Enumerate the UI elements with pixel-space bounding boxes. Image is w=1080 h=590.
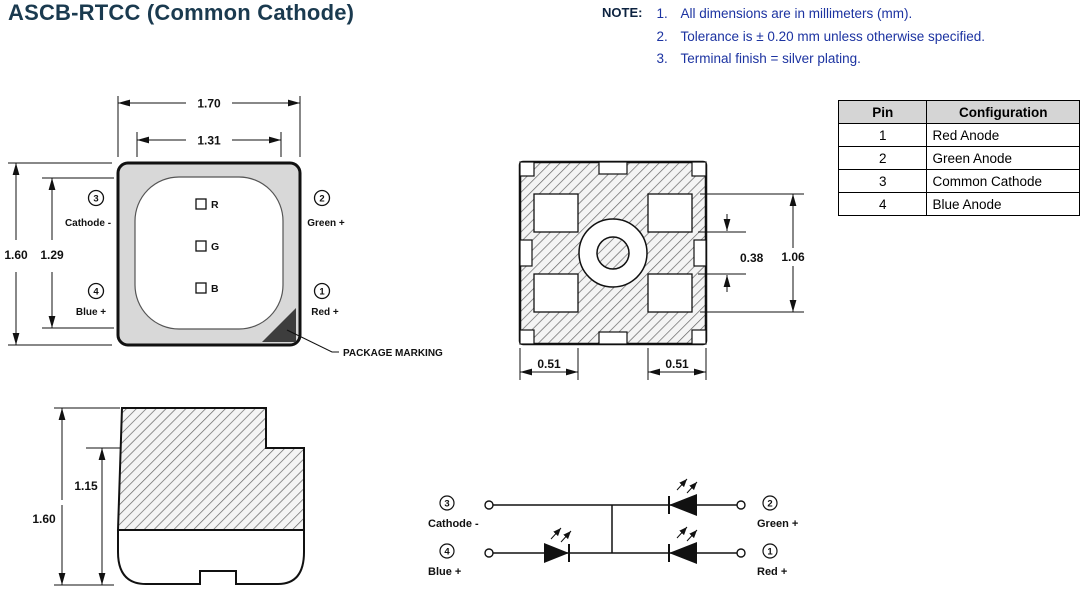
dim-bottom-gap: 0.38 bbox=[740, 251, 764, 265]
note-text: Tolerance is ± 0.20 mm unless otherwise … bbox=[680, 28, 986, 44]
pin1-number: 1 bbox=[319, 287, 325, 298]
green-led-symbol bbox=[669, 494, 697, 516]
corner-notch bbox=[691, 329, 707, 345]
dim-top-width-inner: 1.31 bbox=[197, 134, 221, 148]
dim-side-height-outer: 1.60 bbox=[32, 512, 56, 526]
pin2-label: Green + bbox=[307, 218, 345, 229]
table-row: 2 Green Anode bbox=[837, 146, 1080, 170]
die-green bbox=[195, 240, 207, 252]
config-cell: Red Anode bbox=[926, 123, 1080, 147]
center-pad-core bbox=[596, 236, 630, 270]
pin-cell: 4 bbox=[837, 192, 928, 216]
pin4-number: 4 bbox=[93, 287, 99, 298]
pin2-circle bbox=[313, 189, 331, 207]
pin3-label: Cathode - bbox=[65, 218, 111, 229]
package-marking-label: PACKAGE MARKING bbox=[343, 348, 443, 359]
schematic-pin4-label: Blue + bbox=[428, 566, 461, 578]
config-cell: Common Cathode bbox=[926, 169, 1080, 193]
pin4-label: Blue + bbox=[76, 307, 106, 318]
terminal-cathode bbox=[484, 500, 494, 510]
red-led-symbol bbox=[669, 542, 697, 564]
blue-led-symbol bbox=[544, 543, 569, 563]
side-body bbox=[116, 407, 305, 531]
schematic-pin3-label: Cathode - bbox=[428, 518, 479, 530]
pin-cell: 1 bbox=[837, 123, 928, 147]
note-item: 2. Tolerance is ± 0.20 mm unless otherwi… bbox=[656, 26, 985, 49]
table-header-pin: Pin bbox=[837, 100, 928, 124]
edge-slot bbox=[693, 239, 707, 267]
schematic-pin1-number: 1 bbox=[767, 547, 773, 558]
pin-cell: 2 bbox=[837, 146, 928, 170]
dim-top-height-outer: 1.60 bbox=[4, 248, 28, 262]
edge-slot bbox=[598, 331, 628, 345]
pin3-circle bbox=[87, 189, 105, 207]
pin1-circle bbox=[313, 282, 331, 300]
notes-label: NOTE: bbox=[602, 5, 643, 20]
schematic-pin4-number: 4 bbox=[444, 547, 450, 558]
notes-block: NOTE: 1. All dimensions are in millimete… bbox=[602, 3, 985, 71]
edge-slot bbox=[598, 161, 628, 175]
die-red bbox=[195, 198, 207, 210]
notes-list: 1. All dimensions are in millimeters (mm… bbox=[656, 3, 985, 71]
dim-bottom-left-pad: 0.51 bbox=[537, 357, 561, 371]
config-cell: Green Anode bbox=[926, 146, 1080, 170]
pin4-circle bbox=[87, 282, 105, 300]
dim-top-width-outer: 1.70 bbox=[197, 97, 221, 111]
schematic-pin3-circle bbox=[439, 495, 455, 511]
package-lens bbox=[134, 176, 284, 330]
note-number: 1. bbox=[656, 6, 668, 21]
dim-bottom-pad-span: 1.06 bbox=[781, 250, 805, 264]
die-label-r: R bbox=[211, 199, 219, 211]
note-text: Terminal finish = silver plating. bbox=[680, 51, 861, 66]
schematic-pin3-number: 3 bbox=[444, 499, 449, 510]
schematic-pin1-circle bbox=[762, 543, 778, 559]
solder-pad bbox=[647, 193, 693, 233]
corner-notch bbox=[519, 329, 535, 345]
bottom-view-drawing: 0.38 1.06 0.51 0.51 bbox=[518, 160, 805, 380]
page-title: ASCB-RTCC (Common Cathode) bbox=[8, 0, 355, 25]
note-number: 2. bbox=[656, 28, 668, 44]
note-number: 3. bbox=[656, 51, 668, 66]
die-blue bbox=[195, 282, 207, 294]
note-text: All dimensions are in millimeters (mm). bbox=[680, 6, 913, 21]
die-label-b: B bbox=[211, 283, 219, 295]
schematic-pin2-number: 2 bbox=[767, 499, 772, 510]
schematic-drawing: 3 Cathode - 4 Blue + 2 Green + 1 Red + bbox=[428, 478, 798, 578]
side-base bbox=[117, 529, 305, 585]
schematic-pin4-circle bbox=[439, 543, 455, 559]
solder-pad bbox=[647, 273, 693, 313]
pin1-label: Red + bbox=[311, 307, 339, 318]
terminal-green bbox=[736, 500, 746, 510]
schematic-pin2-label: Green + bbox=[757, 518, 798, 530]
side-view-drawing: 1.60 1.15 bbox=[32, 407, 305, 586]
note-item: 3. Terminal finish = silver plating. bbox=[656, 48, 985, 71]
package-marking-triangle bbox=[262, 308, 296, 342]
table-row: 3 Common Cathode bbox=[837, 169, 1080, 193]
solder-pad bbox=[533, 273, 579, 313]
corner-notch bbox=[691, 161, 707, 177]
dim-top-height-inner: 1.29 bbox=[40, 248, 64, 262]
pin2-number: 2 bbox=[319, 194, 324, 205]
schematic-pin1-label: Red + bbox=[757, 566, 787, 578]
corner-notch bbox=[519, 161, 535, 177]
table-row: 1 Red Anode bbox=[837, 123, 1080, 147]
table-header-configuration: Configuration bbox=[926, 100, 1080, 124]
terminal-blue bbox=[484, 548, 494, 558]
table-row: 4 Blue Anode bbox=[837, 192, 1080, 216]
schematic-pin2-circle bbox=[762, 495, 778, 511]
edge-slot bbox=[519, 239, 533, 267]
pin-cell: 3 bbox=[837, 169, 928, 193]
dim-side-height-body: 1.15 bbox=[74, 479, 98, 493]
config-cell: Blue Anode bbox=[926, 192, 1080, 216]
pin3-number: 3 bbox=[93, 194, 98, 205]
terminal-red bbox=[736, 548, 746, 558]
die-label-g: G bbox=[211, 241, 219, 253]
dim-bottom-right-pad: 0.51 bbox=[665, 357, 689, 371]
top-view-drawing: 1.70 1.31 1.60 1.29 R G B 3 Cathode - bbox=[4, 96, 443, 359]
pin-config-table: Pin Configuration 1 Red Anode 2 Green An… bbox=[837, 100, 1080, 216]
solder-pad bbox=[533, 193, 579, 233]
note-item: 1. All dimensions are in millimeters (mm… bbox=[656, 3, 985, 26]
table-header-row: Pin Configuration bbox=[837, 100, 1080, 124]
